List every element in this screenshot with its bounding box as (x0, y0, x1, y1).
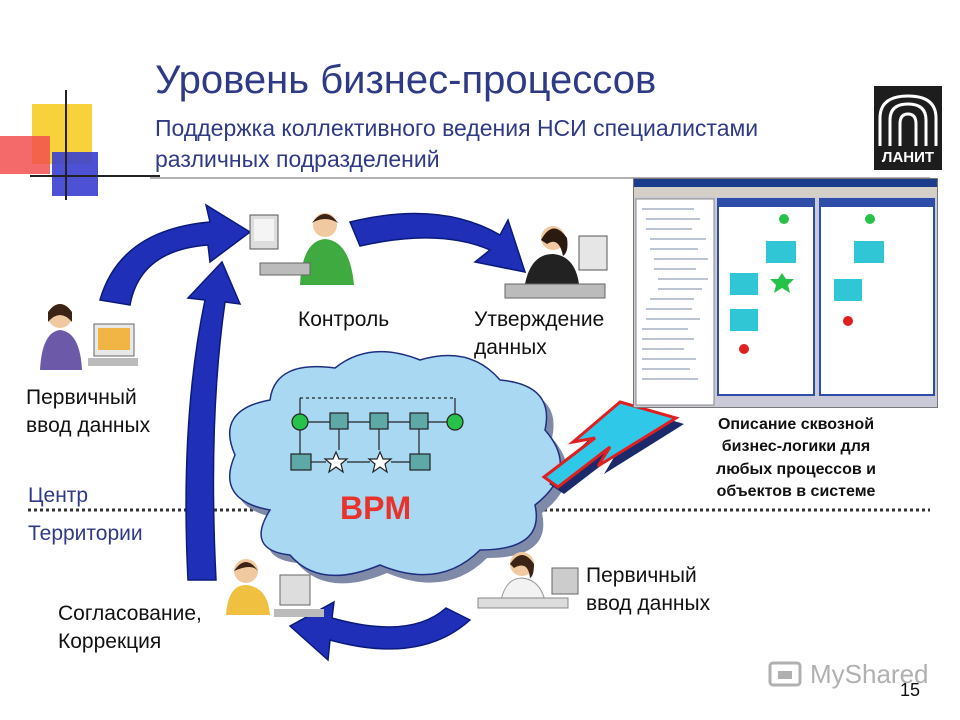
caption: Описание сквозной бизнес-логики для любы… (682, 414, 910, 504)
arrow-top-to-right (348, 212, 527, 273)
caption-line-3: любых процессов и (716, 460, 876, 478)
person-approval (504, 226, 608, 299)
zone-label-territory: Территории (28, 522, 143, 545)
arrow-bottom-to-top (185, 260, 242, 581)
person-agreement (226, 559, 324, 617)
corner-decoration (0, 90, 160, 200)
logo-text: ЛАНИТ (881, 149, 935, 166)
bpm-application-screenshot (633, 178, 938, 408)
label-primary-right: Первичный ввод данных (586, 562, 710, 617)
process-flow (290, 397, 464, 474)
watermark-icon (768, 661, 802, 687)
arrow-left-to-top (99, 203, 252, 306)
person-control (249, 213, 354, 285)
caption-line-1: Описание сквозной (717, 416, 875, 433)
label-primary-left-line-2: ввод данных (26, 413, 151, 437)
subtitle-line-1: Поддержка коллективного ведения НСИ спец… (155, 115, 759, 141)
label-primary-right-line-1: Первичный (586, 564, 697, 587)
bpm-cloud (229, 350, 568, 584)
watermark: MyShared (768, 656, 929, 692)
watermark-text: MyShared (810, 658, 929, 689)
label-primary-right-line-2: ввод данных (586, 591, 711, 615)
callout-arrow (541, 400, 684, 494)
arrow-right-to-left (288, 600, 472, 662)
label-primary-left: Первичный ввод данных (26, 384, 150, 439)
label-approval-line-1: Утверждение (474, 308, 605, 331)
label-primary-left-line-1: Первичный (26, 386, 137, 409)
zone-label-center: Центр (28, 484, 89, 507)
label-agreement: Согласование, Коррекция (58, 600, 202, 655)
label-agreement-line-2: Коррекция (58, 629, 162, 653)
caption-line-4: объектов в системе (716, 483, 876, 501)
logo-mark-icon (878, 94, 938, 146)
bpm-label: BPM (340, 490, 412, 526)
label-approval-line-2: данных (474, 335, 547, 359)
person-left (40, 304, 138, 370)
person-primary-right (477, 552, 579, 609)
page-title: Уровень бизнес-процессов (155, 58, 657, 102)
label-approval: Утверждение данных (474, 306, 604, 361)
label-agreement-line-1: Согласование, (58, 602, 202, 625)
lanit-logo: ЛАНИТ (874, 86, 942, 170)
page-subtitle: Поддержка коллективного ведения НСИ спец… (155, 113, 875, 175)
caption-line-2: бизнес-логики для (721, 438, 871, 456)
subtitle-line-2: различных подразделений (155, 146, 440, 173)
label-control: Контроль (298, 308, 390, 331)
page-number: 15 (900, 680, 921, 700)
